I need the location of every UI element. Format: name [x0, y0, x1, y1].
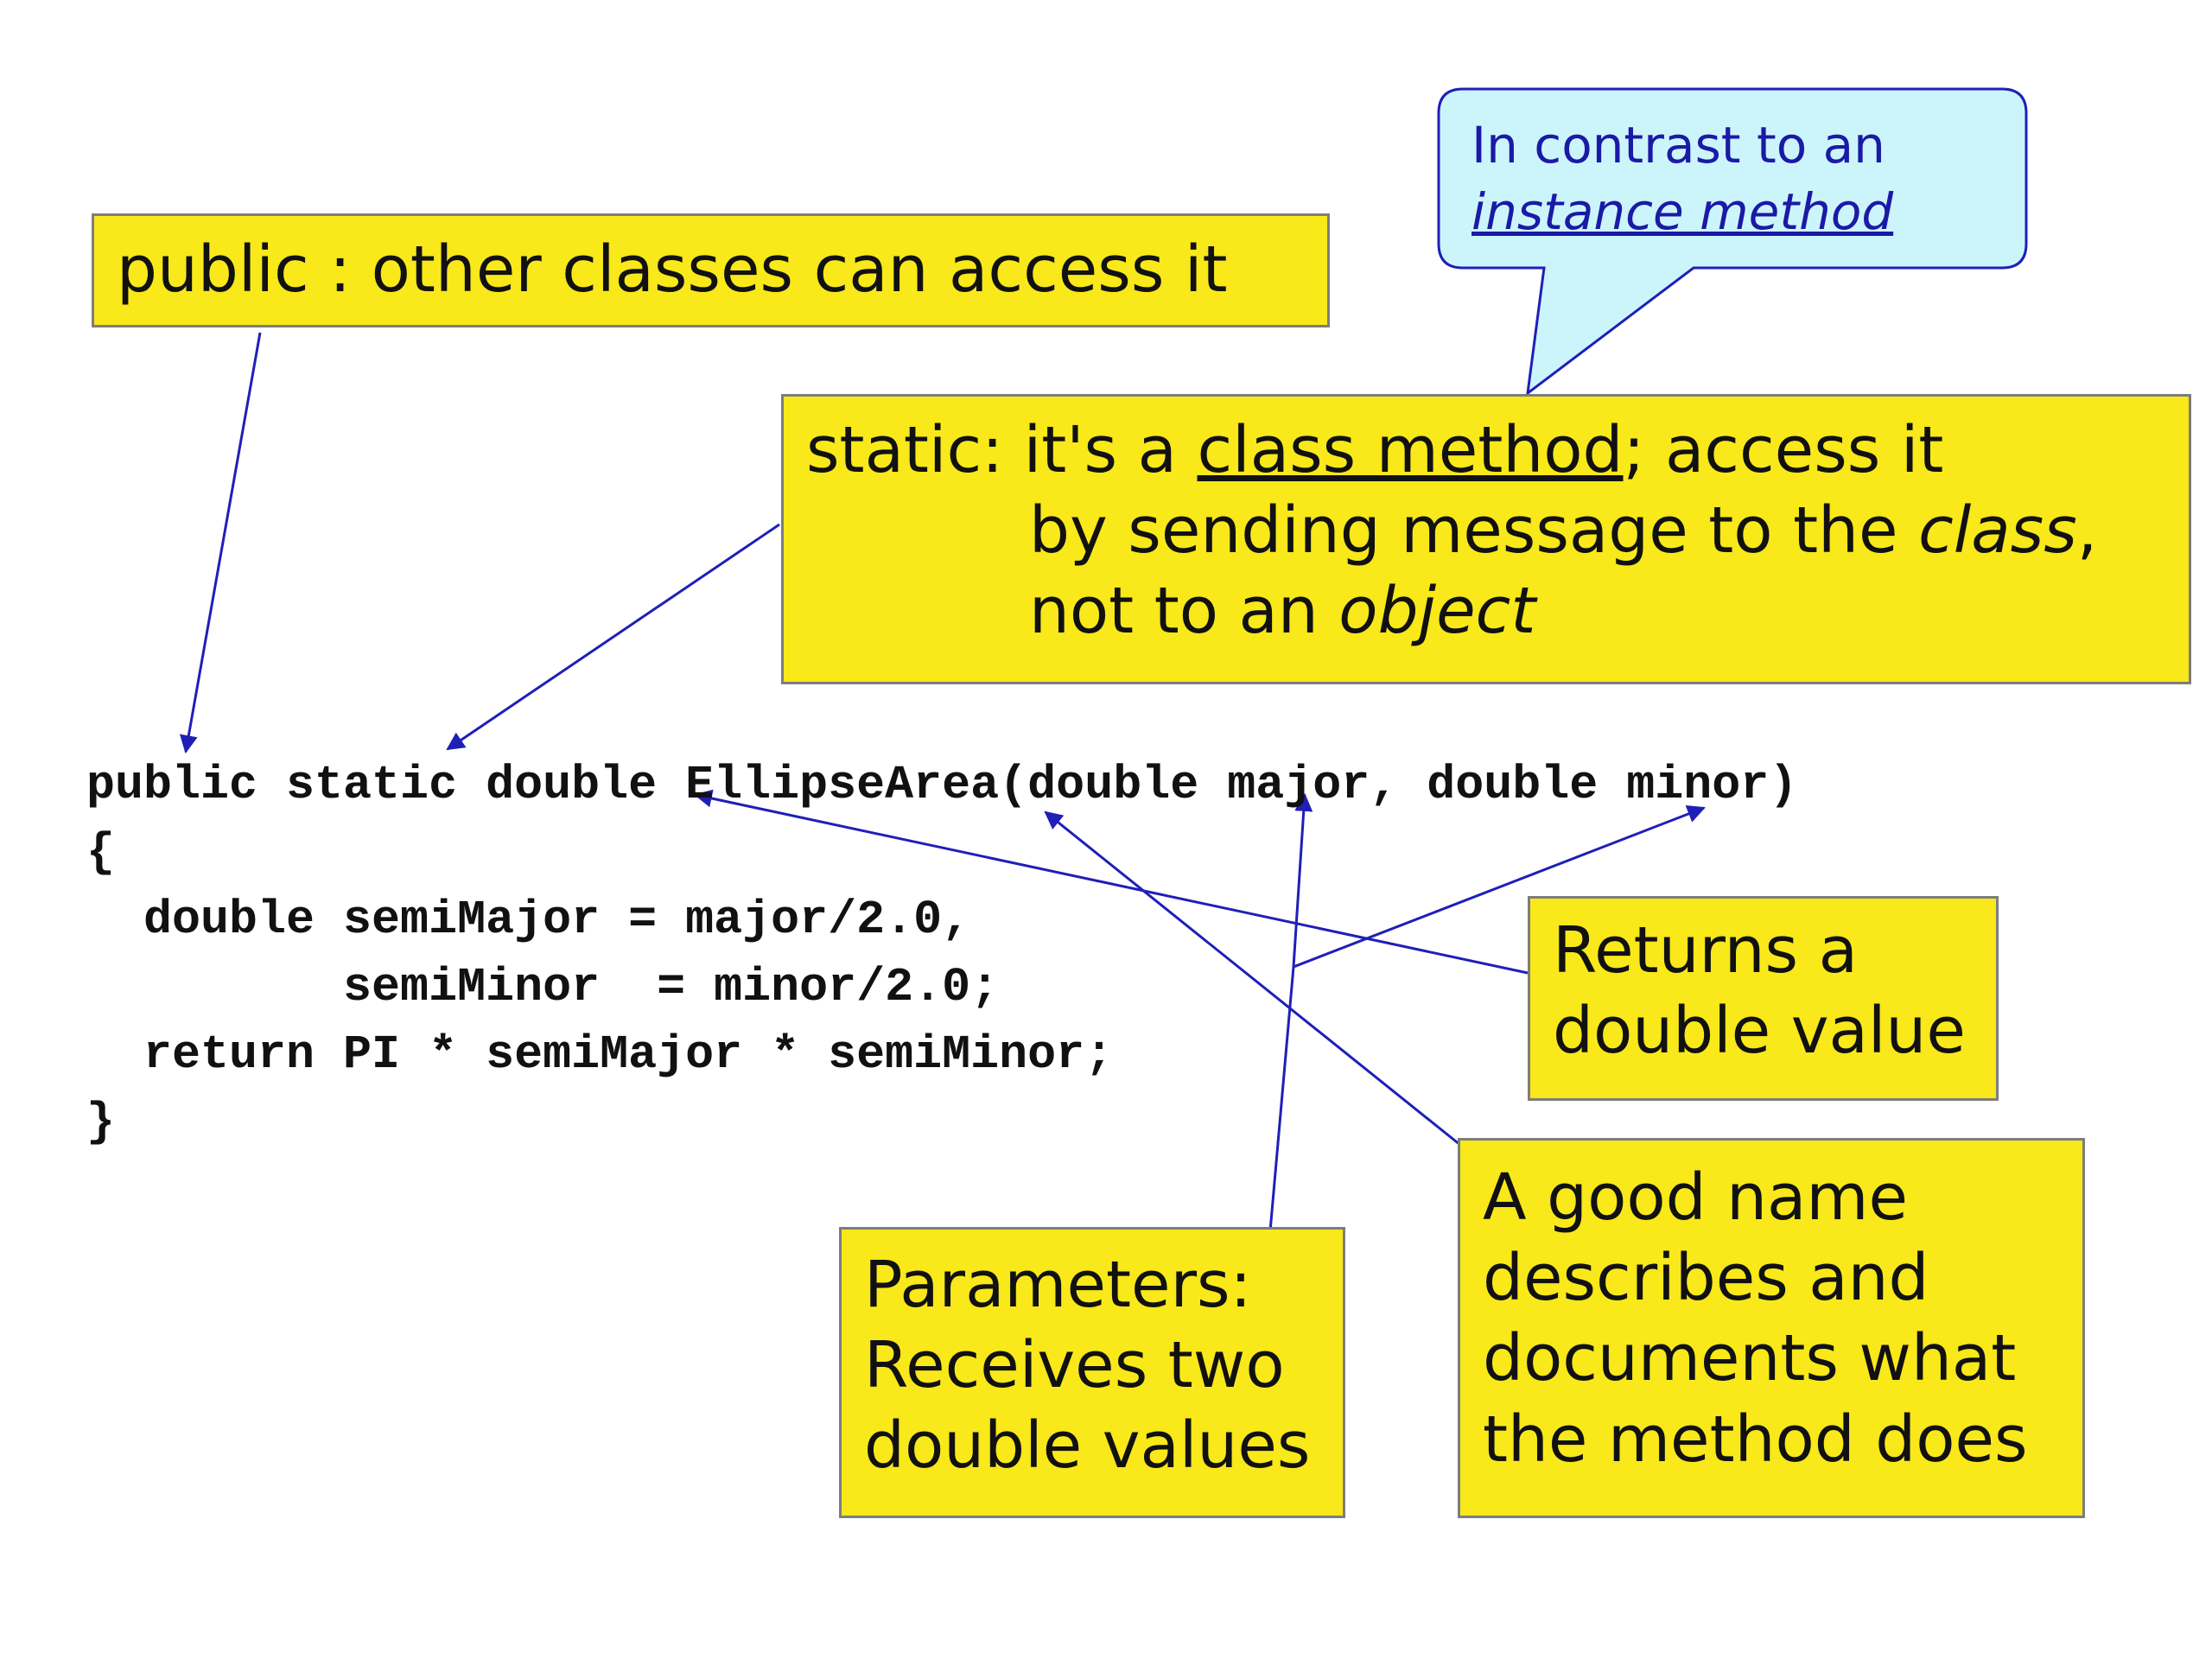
instance-method-callout: In contrast to an instance method: [1471, 112, 2042, 245]
static-object-word: object: [1338, 574, 1536, 649]
public-note: public : other classes can access it: [92, 213, 1330, 327]
good-name-note: A good name describes and documents what…: [1458, 1138, 2085, 1518]
parameters-line2: Receives two: [864, 1328, 1285, 1403]
static-after: ; access it: [1623, 413, 1944, 487]
returns-line2: double value: [1553, 994, 1966, 1069]
arrow-public: [179, 332, 262, 754]
returns-line1: Returns a: [1553, 913, 1858, 988]
static-line1: static: it's a class method; access it: [806, 410, 2166, 491]
static-line2-start: by sending message to the: [1029, 493, 1919, 569]
arrow-param-minor: [1293, 805, 1706, 969]
good-name-line4: the method does: [1483, 1402, 2028, 1477]
code-line: double semiMajor = major/2.0,: [86, 893, 971, 947]
static-line2: by sending message to the class,: [806, 491, 2166, 571]
arrow-name: [1044, 810, 1461, 1147]
speech-bubble-shape: [1437, 87, 2028, 397]
arrow-returns: [693, 789, 1529, 975]
static-line2-end: ,: [2076, 493, 2098, 569]
public-note-text: public : other classes can access it: [117, 232, 1228, 307]
parameters-line1: Parameters:: [864, 1248, 1252, 1322]
code-line: {: [86, 825, 116, 880]
code-line: }: [86, 1095, 116, 1149]
code-block: public static double EllipseArea(double …: [86, 752, 1797, 1156]
arrow-static: [446, 523, 780, 751]
static-line3-start: not to an: [1029, 574, 1339, 649]
code-line: return PI * semiMajor * semiMinor;: [86, 1027, 1114, 1082]
returns-note: Returns a double value: [1528, 896, 1999, 1101]
arrow-param-major: [1292, 792, 1313, 968]
good-name-line3: documents what: [1483, 1321, 2017, 1396]
good-name-line2: describes and: [1483, 1241, 1929, 1316]
code-line: semiMinor = minor/2.0;: [86, 960, 1000, 1014]
static-prefix: static: it's a: [806, 413, 1198, 487]
parameters-line3: double values: [864, 1408, 1311, 1484]
static-note: static: it's a class method; access it b…: [781, 394, 2191, 684]
good-name-line1: A good name: [1483, 1160, 1909, 1235]
static-line3: not to an object: [806, 571, 2166, 652]
callout-line1: In contrast to an: [1471, 116, 1885, 175]
static-class-word: class: [1918, 493, 2077, 569]
parameters-note: Parameters: Receives two double values: [839, 1227, 1345, 1518]
arrow-param-stem: [1268, 966, 1295, 1232]
instance-method-link[interactable]: instance method: [1471, 182, 1894, 242]
class-method-term: class method: [1197, 413, 1624, 487]
code-line: public static double EllipseArea(double …: [86, 758, 1798, 812]
